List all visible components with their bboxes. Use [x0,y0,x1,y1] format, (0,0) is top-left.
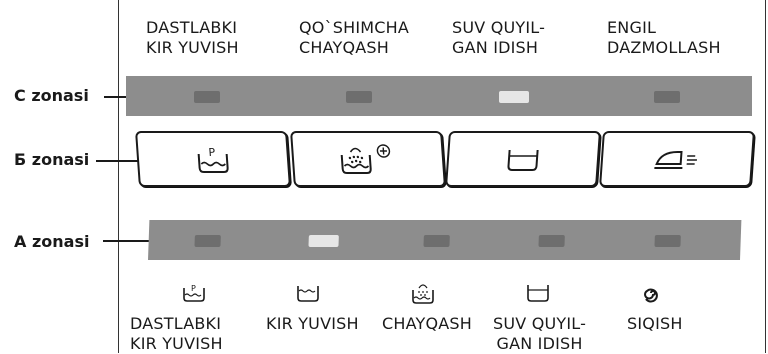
easy-iron-button[interactable] [599,131,755,187]
zone-a-led-2 [308,235,339,247]
label-water-tub-top: SUV QUYIL- GAN IDISH [452,18,546,57]
zone-b-pointer-line [96,160,140,162]
zone-a-led-4 [538,235,565,247]
zone-a-pointer-line [103,240,179,242]
panel-frame-left [118,0,119,353]
label-wash-bottom: KIR YUVISH [266,314,359,333]
svg-text:P: P [191,284,196,293]
extra-rinse-icon [337,143,399,175]
prewash-tub-icon: P [195,144,231,174]
zone-b-label: Б zonasi [14,150,90,169]
extra-rinse-button[interactable] [290,131,446,187]
zone-a-indicator-strip [148,220,742,260]
prewash-button[interactable]: P [135,131,291,187]
zone-a-label: A zonasi [14,232,90,251]
easy-iron-icon [650,146,704,172]
spin-icon [640,282,662,304]
zone-a-led-1 [194,235,221,247]
wash-tub-icon [296,282,320,302]
label-extra-rinse-top: QO`SHIMCHA CHAYQASH [299,18,410,57]
label-water-tub-bottom: SUV QUYIL- GAN IDISH [493,314,587,353]
rinse-tub-icon [411,282,435,304]
label-prewash-bottom: DASTLABKI KIR YUVISH [130,314,223,353]
zone-c-led-2 [346,91,372,103]
zone-c-led-3 [499,91,529,103]
panel-frame-right [765,0,766,353]
zone-a-led-3 [423,235,450,247]
water-tub-icon [526,282,550,302]
zone-c-led-4 [654,91,680,103]
svg-text:P: P [208,146,216,159]
zone-c-led-1 [194,91,220,103]
zone-c-label: C zonasi [14,86,89,105]
label-rinse-bottom: CHAYQASH [382,314,473,333]
label-prewash-top: DASTLABKI KIR YUVISH [146,18,239,57]
label-easy-iron-top: ENGIL DAZMOLLASH [607,18,721,57]
zone-c-indicator-strip [126,76,752,116]
water-tub-button[interactable] [445,131,601,187]
water-filled-tub-icon [505,146,541,172]
label-spin-bottom: SIQISH [627,314,683,333]
prewash-tub-icon: P [182,282,206,302]
zone-a-led-5 [654,235,681,247]
